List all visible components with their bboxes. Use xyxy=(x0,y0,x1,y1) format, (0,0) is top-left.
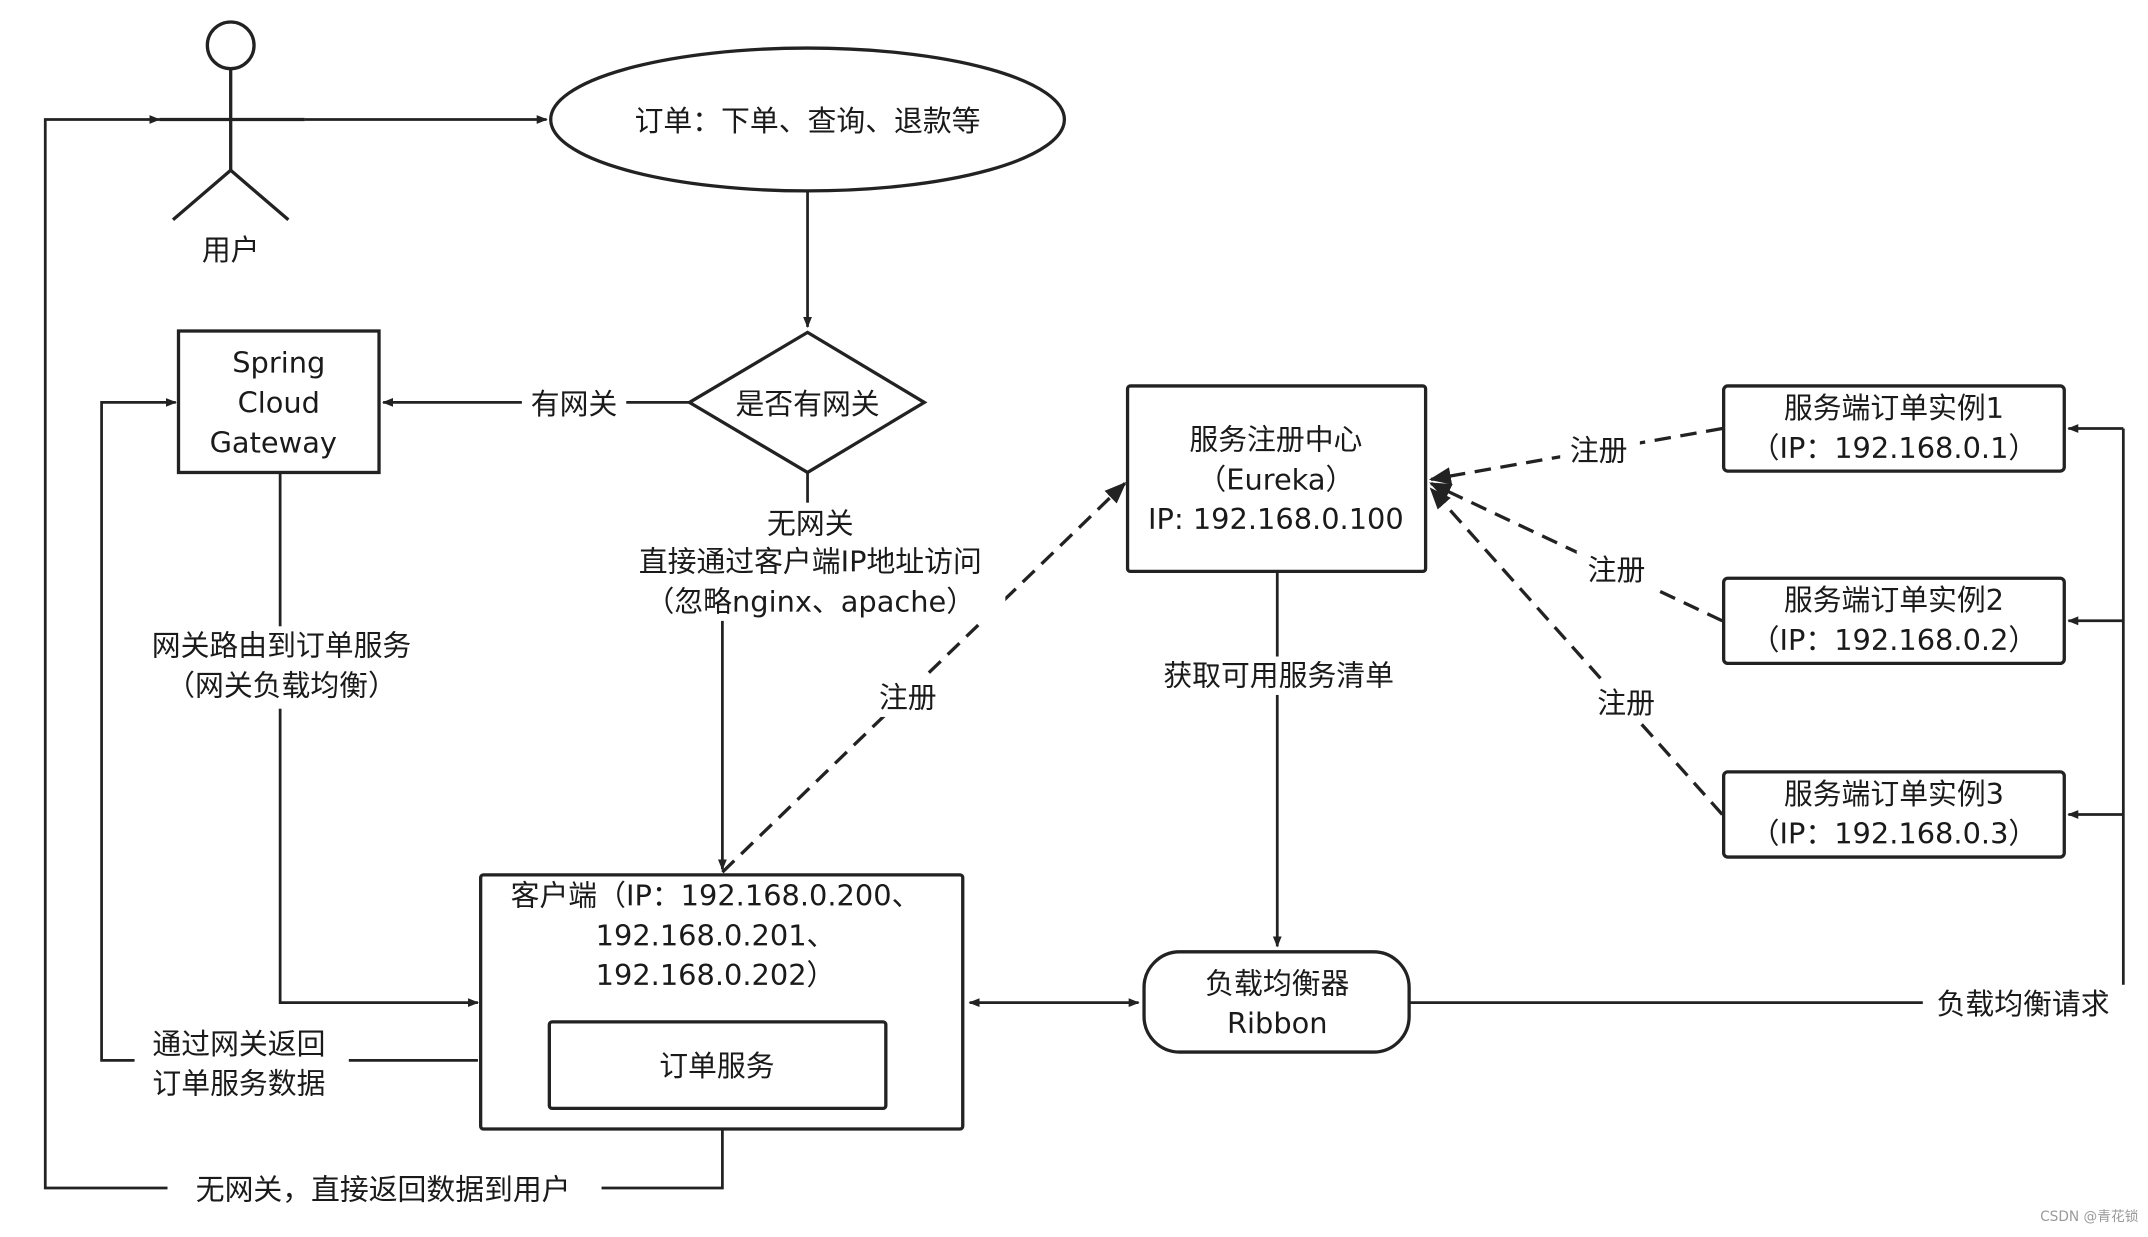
label-fetch-service-list: 获取可用服务清单 xyxy=(1163,659,1394,693)
client-line-3: 192.168.0.202） xyxy=(596,958,836,992)
instance-1-ip: （IP：192.168.0.1） xyxy=(1751,431,2038,465)
order-ellipse xyxy=(549,46,1067,193)
ribbon-line-2: Ribbon xyxy=(1227,1006,1328,1040)
ribbon-line-1: 负载均衡器 xyxy=(1205,966,1349,1000)
user-label: 用户 xyxy=(202,233,260,267)
label-register-2: 注册 xyxy=(1588,553,1646,587)
instance-1-name: 服务端订单实例1 xyxy=(1784,391,2004,425)
label-return-via-gateway: 通过网关返回 xyxy=(152,1027,325,1061)
edge-client-to-gateway xyxy=(100,398,478,1062)
user-head xyxy=(205,20,256,71)
label-register-1: 注册 xyxy=(1570,433,1628,467)
watermark: CSDN @青花锁 xyxy=(2040,1209,2139,1225)
gateway-decision-diamond xyxy=(686,330,928,475)
gateway-line-1: Spring xyxy=(232,346,325,380)
gateway-line-3: Gateway xyxy=(210,425,337,459)
eureka-registry-box xyxy=(1125,384,1428,574)
label-lb-request: 负载均衡请求 xyxy=(1937,987,2110,1021)
client-line-2: 192.168.0.201、 xyxy=(596,918,836,952)
edge-gateway-to-client xyxy=(278,472,480,1008)
edge-instance3-register xyxy=(1429,487,1724,816)
label-direct-return: 无网关，直接返回数据到用户 xyxy=(196,1172,571,1206)
instance-3-name: 服务端订单实例3 xyxy=(1784,777,2004,811)
edge-client-register xyxy=(721,481,1127,874)
order-instance-2-box xyxy=(1722,576,2066,666)
instance-3-ip: （IP：192.168.0.3） xyxy=(1751,817,2038,851)
edge-client-to-user xyxy=(43,115,724,1190)
label-gateway-lb: （网关负载均衡） xyxy=(166,668,397,702)
order-instance-1-box xyxy=(1722,384,2066,473)
instance-2-name: 服务端订单实例2 xyxy=(1784,583,2004,617)
label-no-gateway: 无网关 xyxy=(767,506,854,540)
instance-2-ip: （IP：192.168.0.2） xyxy=(1751,623,2038,657)
label-order-service-data: 订单服务数据 xyxy=(152,1067,325,1101)
label-register-3: 注册 xyxy=(1597,686,1655,720)
eureka-line-3: IP: 192.168.0.100 xyxy=(1148,502,1404,536)
order-instance-3-box xyxy=(1722,770,2066,859)
order-service-box xyxy=(547,1020,888,1111)
gateway-line-2: Cloud xyxy=(238,385,320,419)
user-actor-icon xyxy=(159,20,305,222)
order-ellipse-label: 订单：下单、查询、退款等 xyxy=(635,104,981,138)
label-client-register: 注册 xyxy=(879,681,937,715)
label-direct-client-access: 直接通过客户端IP地址访问 xyxy=(639,545,982,579)
eureka-line-1: 服务注册中心 xyxy=(1189,423,1362,457)
label-has-gateway: 有网关 xyxy=(531,387,618,421)
label-ignore-nginx-apache: （忽略nginx、apache） xyxy=(646,585,976,619)
order-service-label: 订单服务 xyxy=(659,1049,774,1083)
client-line-1: 客户端（IP：192.168.0.200、 xyxy=(511,879,921,913)
gateway-decision-label: 是否有网关 xyxy=(735,387,879,421)
label-gateway-route: 网关路由到订单服务 xyxy=(152,629,411,663)
eureka-line-2: （Eureka） xyxy=(1197,462,1354,496)
edge-ribbon-to-instances xyxy=(1409,428,2125,1005)
spring-cloud-gateway-box xyxy=(176,329,381,475)
ribbon-load-balancer xyxy=(1142,950,1411,1054)
edge-instance1-register xyxy=(1428,426,1723,485)
